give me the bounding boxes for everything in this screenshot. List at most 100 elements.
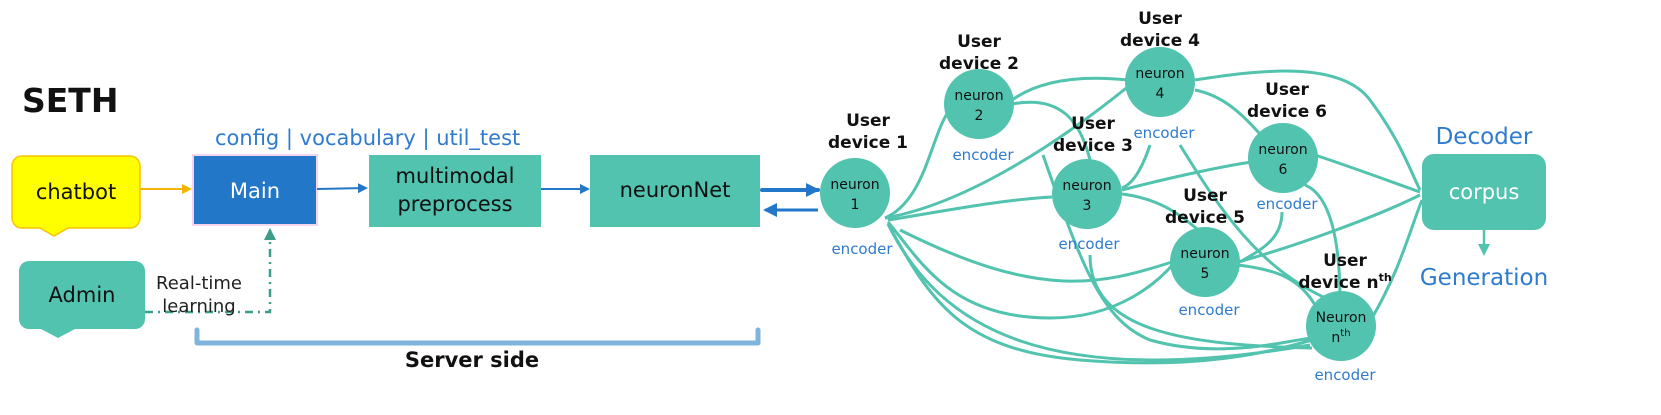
neuron-label-line2: 4 (1156, 86, 1165, 102)
neuron-number-superscript: th (1340, 328, 1350, 339)
device-title-line2: device nth (1298, 271, 1391, 293)
edge-n4-n6 (1194, 88, 1267, 141)
edge-n1-n4 (884, 83, 1131, 220)
admin-bubble (19, 261, 145, 338)
realtime-label-line1: Real-time (156, 273, 242, 294)
decoder-label: Decoder (1436, 124, 1533, 150)
edge-n6-corpus (1314, 153, 1421, 194)
edge-enc4-n3 (1121, 144, 1152, 190)
device-title-line2: device 5 (1165, 208, 1245, 228)
device-title-text: device 6 (1247, 102, 1327, 122)
edge-n1-n3 (887, 195, 1053, 222)
chatbot-node[interactable]: chatbot (11, 155, 141, 237)
neuron-circle (1306, 291, 1376, 361)
device-title-text: device 3 (1053, 136, 1133, 156)
edge-n2-n3 (1011, 100, 1092, 161)
admin-node[interactable]: Admin (19, 261, 145, 338)
neuron-label-line1: Neuron (1316, 310, 1367, 326)
neuronnet-node[interactable]: neuronNet (590, 155, 760, 227)
network-edges (884, 69, 1424, 365)
device-title-line2: device 4 (1120, 31, 1200, 51)
device-title-line2: device 1 (828, 133, 908, 153)
neuron-label-line1: neuron (1062, 178, 1111, 194)
device-title-line1: User (846, 111, 890, 131)
admin-label: Admin (49, 283, 116, 307)
neuron-label-line2: 3 (1083, 198, 1092, 214)
server-side-label: Server side (405, 348, 539, 372)
neuron-label-line2: nth (1331, 328, 1350, 346)
chatbot-bubble (11, 155, 141, 237)
edge-n4-corpus (1194, 69, 1422, 191)
encoder-label: encoder (1256, 195, 1318, 213)
neuron-number: 5 (1201, 266, 1210, 282)
corpus-label: corpus (1449, 180, 1520, 204)
chatbot-label: chatbot (36, 180, 116, 204)
neuron-label-line1: neuron (1180, 246, 1229, 262)
neuron-label-line2: 2 (975, 108, 984, 124)
main-label: Main (230, 179, 280, 203)
device-title-text: device 5 (1165, 208, 1245, 228)
neuron-circle (1248, 123, 1318, 193)
neuron-number: 3 (1083, 198, 1092, 214)
corpus-node[interactable]: corpus (1422, 154, 1546, 230)
encoder-label: encoder (1178, 301, 1240, 319)
neuron-circle (944, 69, 1014, 139)
edge-enc2-nn (1041, 154, 1313, 351)
neuron-number: 4 (1156, 86, 1165, 102)
encoder-label: encoder (1133, 124, 1195, 142)
main-node[interactable]: Main (192, 154, 318, 226)
modules-label: config | vocabulary | util_test (215, 126, 520, 151)
device-title-line1: User (1323, 251, 1367, 271)
encoder-label: encoder (952, 146, 1014, 164)
neuron-label-line1: neuron (954, 88, 1003, 104)
diagram-title: SETH (22, 81, 118, 120)
neuronnet-label: neuronNet (620, 178, 731, 202)
preprocess-label-line1: multimodal (395, 164, 514, 188)
neuron-circle (1052, 159, 1122, 229)
neuron-label-line2: 1 (851, 197, 860, 213)
neuron-label-line1: neuron (1135, 66, 1184, 82)
neuron-circle (1125, 47, 1195, 117)
device-title-line1: User (957, 32, 1001, 52)
device-title-line2: device 3 (1053, 136, 1133, 156)
device-title-superscript: th (1379, 271, 1392, 284)
edge-n5-corpus (1237, 193, 1421, 264)
encoder-label: encoder (831, 240, 893, 258)
neuron-label-line2: 5 (1201, 266, 1210, 282)
neuron-label-line2: 6 (1279, 162, 1288, 178)
device-title-line1: User (1071, 114, 1115, 134)
generation-label: Generation (1420, 265, 1548, 291)
preprocess-node[interactable]: multimodal preprocess (369, 155, 541, 227)
main-to-preprocess-arrow (316, 183, 368, 194)
device-title-line1: User (1183, 186, 1227, 206)
corpus-box (1422, 154, 1546, 230)
device-title-line2: device 6 (1247, 102, 1327, 122)
edge-enc4-nn (1178, 144, 1331, 302)
edge-n2-n4 (1011, 76, 1129, 102)
neuron-label-line1: neuron (830, 177, 879, 193)
neuron-number: 1 (851, 197, 860, 213)
encoder-label: encoder (1314, 366, 1376, 384)
device-title-text: device 4 (1120, 31, 1200, 51)
edge-n3-n6 (1121, 160, 1253, 192)
encoder-label: encoder (1058, 235, 1120, 253)
device-title-line2: device 2 (939, 54, 1019, 74)
edge-n1-n2 (884, 111, 950, 220)
neuron-number: 2 (975, 108, 984, 124)
main-box (192, 154, 318, 226)
neuron-label-line1: neuron (1258, 142, 1307, 158)
neuron-number: 6 (1279, 162, 1288, 178)
preprocess-box (369, 155, 541, 227)
edge-n6-nn (1304, 183, 1342, 301)
device-title-text: device 1 (828, 133, 908, 153)
server-side-bracket (194, 327, 761, 346)
realtime-learning-arrow (145, 228, 276, 314)
